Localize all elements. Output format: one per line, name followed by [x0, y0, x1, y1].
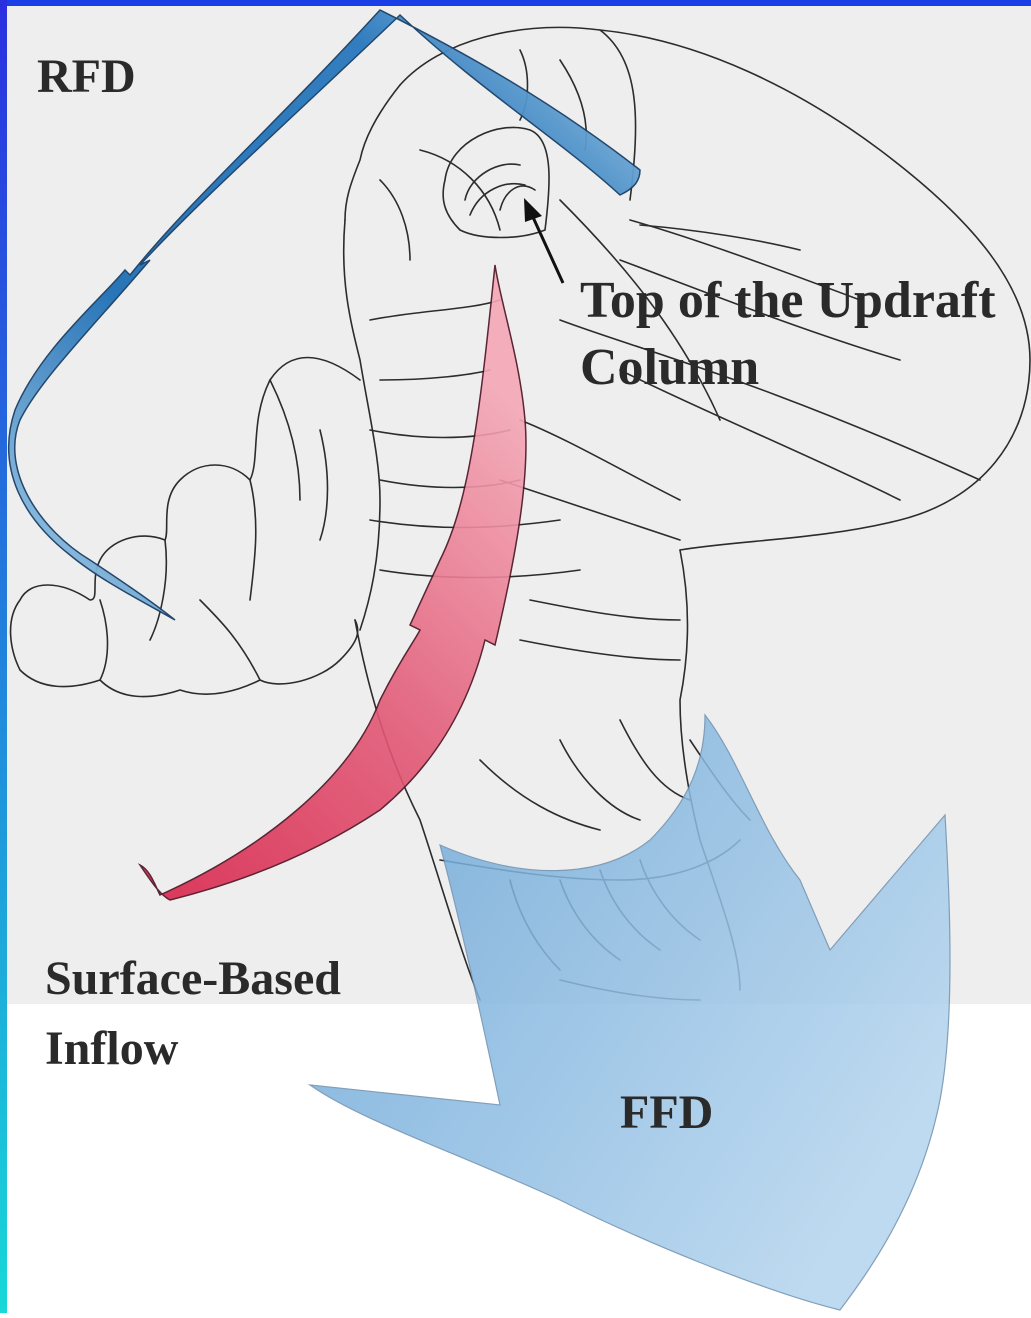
- top-updraft-label-line2: Column: [580, 339, 759, 396]
- surface-inflow-label-line2: Inflow: [45, 1022, 179, 1075]
- left-border: [0, 0, 7, 1313]
- top-updraft-label-line1: Top of the Updraft: [580, 272, 996, 329]
- top-border: [0, 0, 1031, 6]
- ffd-label: FFD: [620, 1086, 713, 1139]
- surface-inflow-label-line1: Surface-Based: [45, 952, 341, 1005]
- rfd-label: RFD: [37, 50, 136, 103]
